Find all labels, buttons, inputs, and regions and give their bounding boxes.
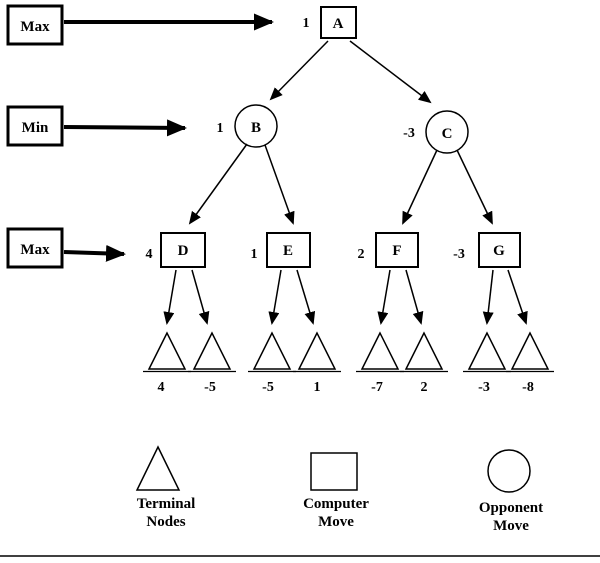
terminal-value-2: -5 [204, 380, 216, 395]
level-arrow-max-bottom [63, 244, 126, 262]
terminal-triangle-5 [360, 331, 400, 370]
edge-g-t7 [482, 269, 494, 325]
legend-computer-line1: Computer [303, 496, 369, 512]
legend-terminal-line1: Terminal [137, 496, 196, 512]
node-f-label: F [392, 243, 401, 259]
node-g-square [478, 232, 521, 268]
edge-d-t2 [191, 269, 210, 325]
node-c-circle [425, 110, 469, 154]
level-arrow-min [63, 119, 187, 137]
node-d-value: 4 [146, 247, 153, 262]
terminal-triangle-6 [404, 331, 444, 370]
level-label-min: Min [22, 120, 49, 136]
node-c-label: C [442, 126, 453, 142]
terminal-value-1: 4 [158, 380, 165, 395]
node-f-square [375, 232, 419, 268]
level-box-max-top [6, 4, 64, 46]
node-b-circle [234, 104, 278, 148]
edge-g-t8 [507, 269, 528, 325]
node-e-label: E [283, 243, 293, 259]
edge-c-g [456, 149, 493, 225]
legend-circle-icon [487, 449, 531, 493]
edge-e-t4 [296, 269, 316, 325]
legend-computer-line2: Move [318, 514, 354, 530]
legend-square-icon [310, 452, 358, 491]
terminal-triangle-8 [510, 331, 550, 370]
level-box-min [6, 105, 64, 147]
level-label-max-bottom: Max [20, 242, 50, 258]
node-a-square [320, 6, 357, 39]
node-a-value: 1 [303, 16, 310, 31]
node-b-value: 1 [217, 121, 224, 136]
terminal-triangle-7 [467, 331, 507, 370]
node-b-label: B [251, 120, 261, 136]
terminal-triangle-4 [297, 331, 337, 370]
edge-f-t6 [405, 269, 424, 325]
edge-e-t3 [268, 269, 282, 325]
terminal-value-7: -3 [478, 380, 490, 395]
terminal-value-3: -5 [262, 380, 274, 395]
node-g-value: -3 [453, 247, 465, 262]
edge-c-f [402, 149, 438, 225]
level-box-max-bottom [6, 227, 64, 269]
node-f-value: 2 [358, 247, 365, 262]
edge-a-b [269, 40, 329, 101]
node-g-label: G [493, 243, 505, 259]
edge-a-c [349, 40, 432, 104]
node-d-square [160, 232, 206, 268]
edge-d-t1 [163, 269, 177, 325]
edge-b-d [188, 143, 248, 225]
node-e-square [266, 232, 311, 268]
edge-f-t5 [377, 269, 391, 325]
legend-terminal-line2: Nodes [146, 514, 185, 530]
terminal-value-5: -7 [371, 380, 383, 395]
terminal-triangle-3 [252, 331, 292, 370]
terminal-value-6: 2 [421, 380, 428, 395]
terminal-value-8: -8 [522, 380, 534, 395]
terminal-triangle-1 [147, 331, 187, 370]
legend-opponent-line2: Move [493, 518, 529, 534]
node-d-label: D [178, 243, 189, 259]
node-e-value: 1 [251, 247, 258, 262]
legend-triangle-icon [135, 445, 181, 491]
edge-b-e [264, 144, 295, 225]
terminal-value-4: 1 [314, 380, 321, 395]
terminal-triangle-2 [192, 331, 232, 370]
node-a-label: A [333, 16, 344, 32]
level-label-max-top: Max [20, 19, 50, 35]
node-c-value: -3 [403, 126, 415, 141]
legend-opponent-line1: Opponent [479, 500, 543, 516]
